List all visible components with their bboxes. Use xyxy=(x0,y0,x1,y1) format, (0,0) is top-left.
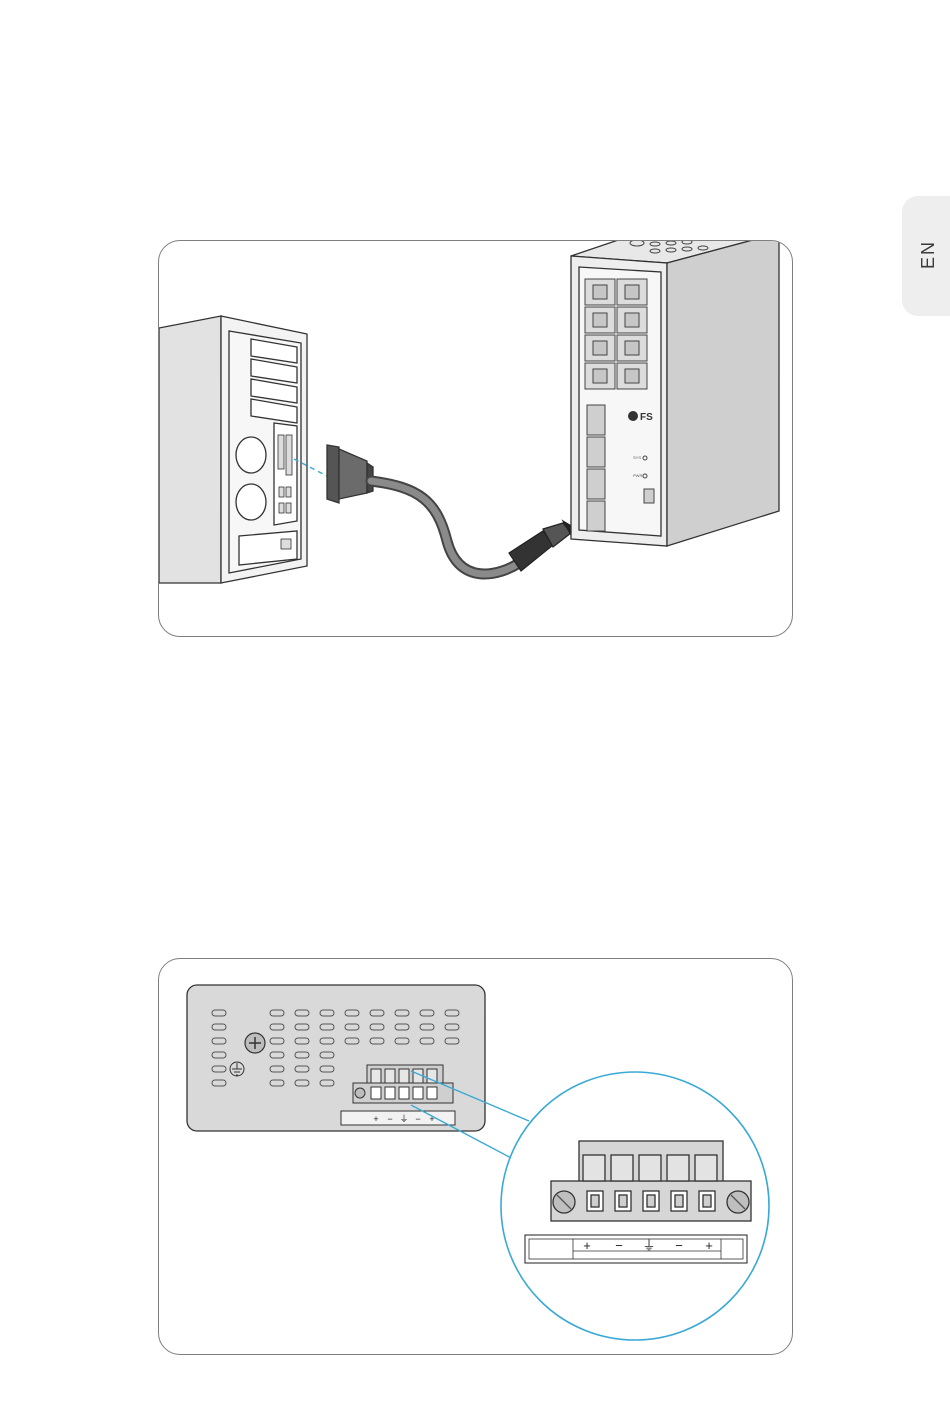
terminal-label-large: + xyxy=(705,1238,713,1253)
led-label-pwr: PWR xyxy=(633,473,642,478)
terminal-label-small: − xyxy=(415,1114,420,1124)
terminal-label-small: + xyxy=(373,1114,378,1124)
terminal-label-large: + xyxy=(583,1238,591,1253)
terminal-label-large: − xyxy=(615,1238,623,1253)
console-connection-figure: FS SYS PWR xyxy=(158,240,793,637)
language-tab-label: EN xyxy=(918,240,939,269)
switch-top-panel xyxy=(187,985,485,1131)
db9-connector xyxy=(327,445,373,503)
language-tab[interactable]: EN xyxy=(902,196,950,316)
switch-logo: FS xyxy=(640,412,653,423)
rj45-connector xyxy=(509,521,575,571)
led-label-sys: SYS xyxy=(633,455,641,460)
console-port xyxy=(644,489,654,503)
fs-logo-icon xyxy=(628,411,638,421)
console-connection-illustration: FS SYS PWR xyxy=(159,241,792,636)
terminal-label-small: ⏚ xyxy=(399,1114,408,1124)
power-terminal-illustration: +−⏚−+ xyxy=(159,959,792,1354)
power-terminal-figure: +−⏚−+ xyxy=(158,958,793,1355)
terminal-label-large: − xyxy=(675,1238,683,1253)
terminal-label-large: ⏚ xyxy=(642,1238,655,1253)
pc-tower xyxy=(159,316,307,583)
terminal-block-large xyxy=(551,1141,751,1221)
terminal-label-small: − xyxy=(387,1114,392,1124)
